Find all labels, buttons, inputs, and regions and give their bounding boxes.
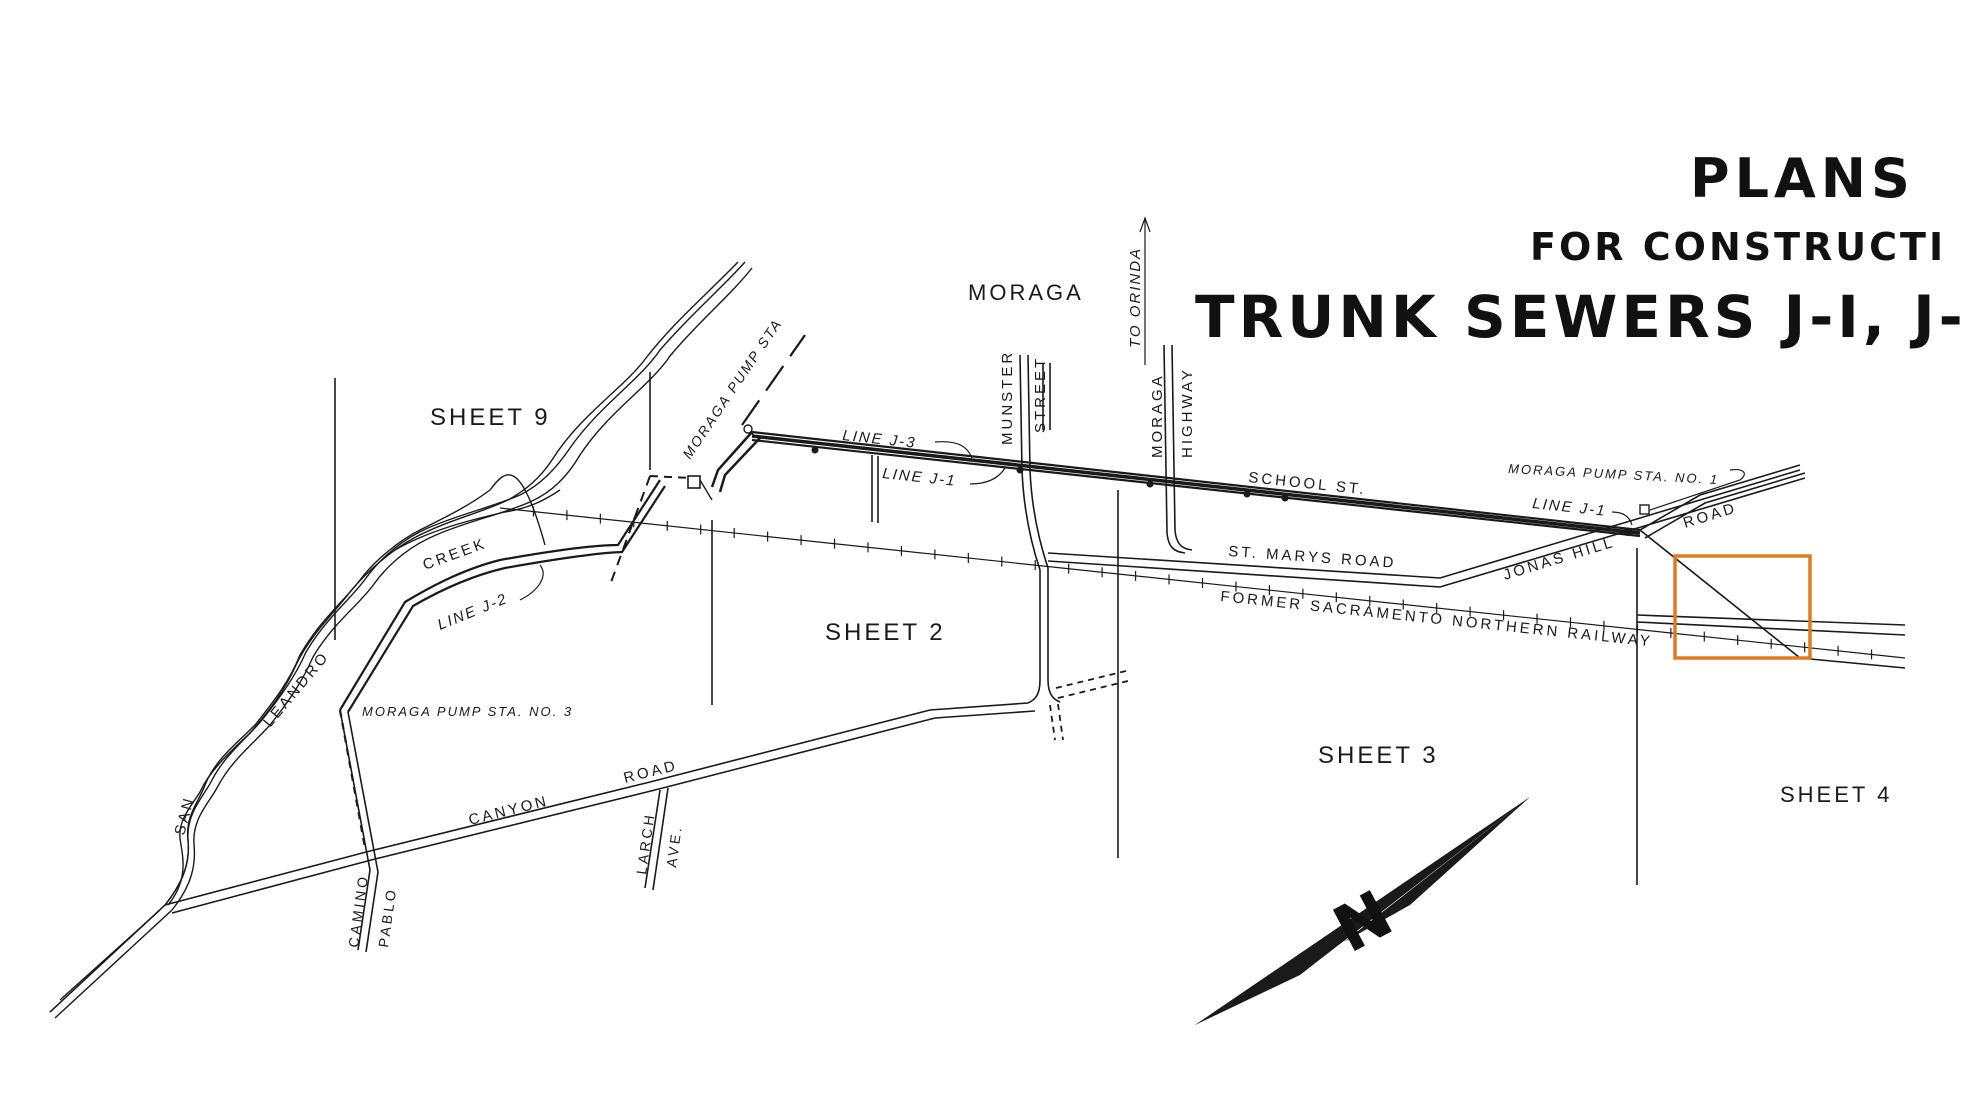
- camino-pablo: [338, 709, 379, 953]
- moraga-pump-sta-no1-label: MORAGA PUMP STA. NO. 1: [1508, 461, 1720, 487]
- camino-label: CAMINO: [345, 873, 371, 949]
- pump-sta-dashed-line: [741, 334, 806, 426]
- line-j1-label-east: LINE J-1: [1532, 495, 1608, 520]
- jonas-hill-label: JONAS HILL: [1501, 534, 1617, 584]
- line-j1-west-leader: [969, 467, 1006, 485]
- line-j1-trunk: [609, 424, 1641, 586]
- sheet-9-label: SHEET 9: [430, 404, 551, 431]
- sheet-2-label: SHEET 2: [825, 619, 946, 646]
- moraga-pump-sta-no1-symbol: [1639, 504, 1650, 515]
- railway-label: FORMER SACRAMENTO NORTHERN RAILWAY: [1220, 588, 1654, 650]
- to-orinda-label: TO ORINDA: [1127, 247, 1144, 348]
- line-j1-east-leader: [1611, 511, 1633, 526]
- line-j1-label-west: LINE J-1: [882, 465, 958, 490]
- moraga-highway: [1139, 216, 1193, 554]
- line-j2: [339, 479, 666, 713]
- sheet-boundaries: [334, 372, 1638, 885]
- railway-ticks: [532, 506, 1873, 660]
- moraga-pump-sta-no3-label: MORAGA PUMP STA. NO. 3: [362, 704, 573, 719]
- moraga-pump-sta-symbol: [687, 475, 701, 489]
- canyon-label: CANYON: [467, 793, 551, 829]
- moraga-highway-label-2: HIGHWAY: [1179, 367, 1196, 458]
- sheet-3-label: SHEET 3: [1318, 742, 1439, 769]
- east-road: [1639, 464, 1906, 669]
- san-leandro-creek: [49, 261, 753, 1019]
- munster-street: [1019, 354, 1061, 704]
- town-moraga: MORAGA: [968, 280, 1084, 305]
- line-j2-leader: [519, 564, 544, 601]
- north-arrow: N: [1195, 797, 1530, 1025]
- dashed-connectors: [1049, 669, 1133, 741]
- munster-label: MUNSTER: [999, 350, 1016, 445]
- title-trunk-sewers: TRUNK SEWERS J-I, J-: [1195, 283, 1962, 351]
- spur-j3: [871, 455, 879, 523]
- ave-label: AVE.: [663, 824, 685, 869]
- creek-label-leandro: LEANDRO: [260, 648, 333, 731]
- pablo-label: PABLO: [375, 886, 399, 948]
- title-plans: PLANS: [1690, 147, 1915, 210]
- canyon-road: [164, 702, 1036, 914]
- street-label: STREET: [1032, 356, 1049, 433]
- creek-label-creek: CREEK: [421, 535, 489, 574]
- sheet-4-label: SHEET 4: [1780, 782, 1892, 807]
- highlight-box: [1673, 554, 1812, 660]
- title-construction: FOR CONSTRUCTI: [1530, 225, 1946, 269]
- larch-ave: [644, 787, 669, 891]
- moraga-highway-label-1: MORAGA: [1149, 373, 1166, 458]
- line-j2-label: LINE J-2: [435, 590, 510, 634]
- moraga-pump-sta-label: MORAGA PUMP STA: [679, 315, 785, 461]
- east-road-label: ROAD: [1681, 499, 1739, 531]
- line-j3-leader: [934, 441, 973, 459]
- pump-no1-leader: [1649, 469, 1745, 511]
- st-marys-road-label: ST. MARYS ROAD: [1228, 543, 1397, 572]
- larch-label: LARCH: [633, 811, 658, 875]
